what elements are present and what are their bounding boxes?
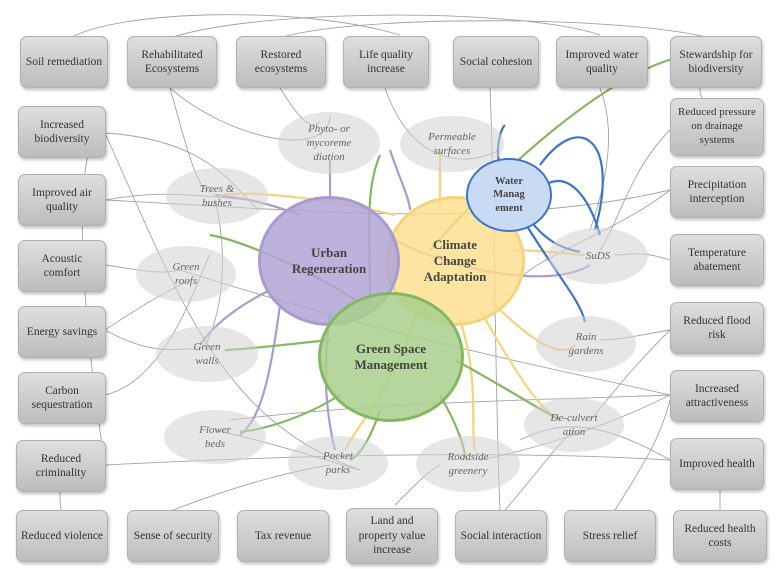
outcome-energy-savings: Energy savings — [18, 306, 106, 358]
outcome-life-quality-increase: Life quality increase — [343, 36, 429, 88]
outcome-reduced-violence: Reduced violence — [16, 510, 108, 562]
measure-trees-bushes: Trees & bushes — [166, 168, 268, 224]
outcome-stewardship-biodiversity: Stewardship for biodiversity — [670, 36, 762, 88]
outcome-improved-health: Improved health — [670, 438, 764, 490]
outcome-increased-biodiversity: Increased biodiversity — [18, 106, 106, 158]
measure-pocket-parks: Pocket parks — [288, 436, 388, 490]
measure-green-walls: Green walls — [156, 326, 258, 382]
outcome-soil-remediation: Soil remediation — [20, 36, 108, 88]
link — [614, 399, 671, 511]
measure-suds: SuDS — [548, 228, 648, 284]
outcome-restored-ecosystems: Restored ecosystems — [236, 36, 326, 88]
link-blue — [539, 136, 604, 231]
outcome-land-property-value: Land and property value increase — [346, 508, 438, 564]
link-purple — [388, 149, 412, 211]
outcome-carbon-sequestration: Carbon sequestration — [18, 372, 106, 424]
outcome-reduced-criminality: Reduced criminality — [16, 440, 106, 492]
measure-de-culvertation: De-culvert ation — [524, 398, 624, 452]
outcome-social-interaction: Social interaction — [455, 510, 547, 562]
outcome-reduced-flood-risk: Reduced flood risk — [670, 302, 764, 354]
outcome-rehabilitated-ecosystems: Rehabilitated Ecosystems — [127, 36, 217, 88]
outcome-reduced-health-costs: Reduced health costs — [673, 510, 767, 562]
measure-roadside-greenery: Roadside greenery — [416, 436, 520, 492]
link — [169, 14, 601, 39]
measure-rain-gardens: Rain gardens — [536, 316, 636, 372]
measure-flower-beds: Flower beds — [164, 410, 266, 464]
link — [179, 269, 671, 396]
link — [69, 14, 401, 39]
domain-water-management: Water Manag ement — [466, 158, 552, 232]
link — [279, 20, 711, 39]
outcome-increased-attractiveness: Increased attractiveness — [670, 370, 764, 422]
link-blue — [519, 214, 587, 323]
link-yellow — [458, 319, 477, 451]
outcome-tax-revenue: Tax revenue — [237, 510, 329, 562]
measure-green-roofs: Green roofs — [136, 246, 236, 302]
outcome-improved-air-quality: Improved air quality — [18, 174, 106, 226]
outcome-acoustic-comfort: Acoustic comfort — [18, 240, 106, 292]
outcome-stress-relief: Stress relief — [564, 510, 656, 562]
link — [104, 454, 671, 466]
outcome-precipitation-interception: Precipitation interception — [670, 166, 764, 218]
outcome-social-cohesion: Social cohesion — [453, 36, 539, 88]
domain-green-space-management: Green Space Management — [318, 292, 464, 422]
link-blue — [544, 179, 602, 236]
outcome-improved-water-quality: Improved water quality — [556, 36, 648, 88]
measure-phyto-mycoremediation: Phyto- or mycoreme diation — [278, 112, 380, 174]
outcome-temperature-abatement: Temperature abatement — [670, 234, 764, 286]
outcome-sense-of-security: Sense of security — [127, 510, 219, 562]
outcome-reduced-pressure-drainage: Reduced pressure on drainage systems — [670, 98, 764, 156]
